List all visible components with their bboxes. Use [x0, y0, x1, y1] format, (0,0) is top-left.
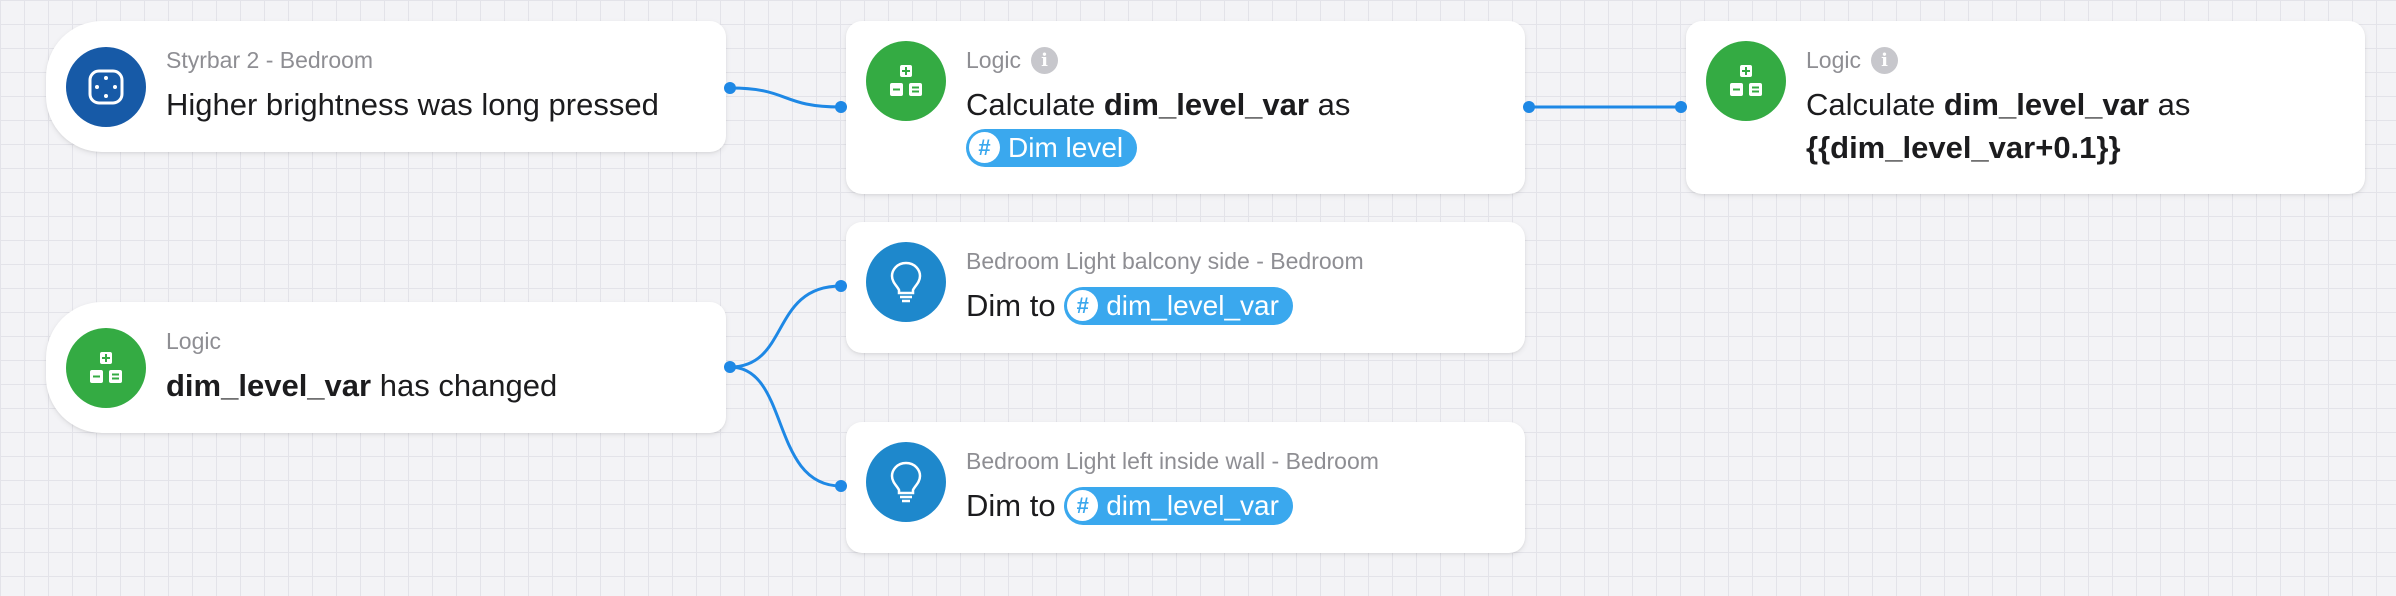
expression: {{dim_level_var+0.1}} [1806, 130, 2121, 165]
input-port[interactable] [1675, 101, 1687, 113]
calculator-icon [866, 41, 946, 121]
node-title: Bedroom Light balcony side - Bedroom [966, 248, 1364, 274]
variable-name: dim_level_var [1943, 87, 2149, 122]
wire-changed-to-light2 [729, 365, 842, 488]
calculator-icon [66, 328, 146, 408]
calculator-icon [1706, 41, 1786, 121]
node-text: Calculate dim_level_var as {{dim_level_v… [1806, 87, 2191, 165]
node-trigger[interactable]: Styrbar 2 - Bedroom Higher brightness wa… [46, 21, 726, 152]
variable-name: dim_level_var [1103, 87, 1309, 122]
output-port[interactable] [724, 82, 736, 94]
info-icon[interactable]: i [1870, 47, 1898, 74]
hash-icon: # [969, 132, 1000, 164]
node-text: Higher brightness was long pressed [166, 87, 659, 122]
hash-icon: # [1067, 490, 1099, 522]
variable-tag[interactable]: #dim_level_var [1064, 286, 1293, 325]
variable-name: dim_level_var [166, 368, 372, 403]
node-text: Dim to #dim_level_var [966, 484, 1293, 527]
wire-changed-to-light1 [729, 284, 842, 369]
node-title: Bedroom Light left inside wall - Bedroom [966, 448, 1379, 474]
remote-control-icon [66, 47, 146, 127]
light-bulb-icon [866, 242, 946, 322]
input-port[interactable] [835, 280, 847, 292]
node-light-balcony[interactable]: Bedroom Light balcony side - Bedroom Dim… [846, 222, 1525, 353]
node-text: Dim to #dim_level_var [966, 284, 1293, 327]
output-port[interactable] [724, 361, 736, 373]
node-variable-changed[interactable]: Logic dim_level_var has changed [46, 302, 726, 433]
input-port[interactable] [835, 480, 847, 492]
output-port[interactable] [1523, 101, 1535, 113]
node-text: dim_level_var has changed [166, 368, 558, 403]
info-icon[interactable]: i [1030, 47, 1058, 74]
variable-tag[interactable]: #dim_level_var [1064, 486, 1293, 525]
variable-tag[interactable]: #Dim level [966, 128, 1138, 167]
input-port[interactable] [835, 101, 847, 113]
node-title: Styrbar 2 - Bedroom [166, 47, 374, 73]
wire-trigger-to-calc1 [729, 86, 842, 109]
node-light-left-wall[interactable]: Bedroom Light left inside wall - Bedroom… [846, 422, 1525, 553]
hash-icon: # [1067, 290, 1099, 322]
node-text: Calculate dim_level_var as #Dim level [966, 83, 1350, 169]
light-bulb-icon [866, 442, 946, 522]
node-title: Logic [166, 328, 221, 354]
